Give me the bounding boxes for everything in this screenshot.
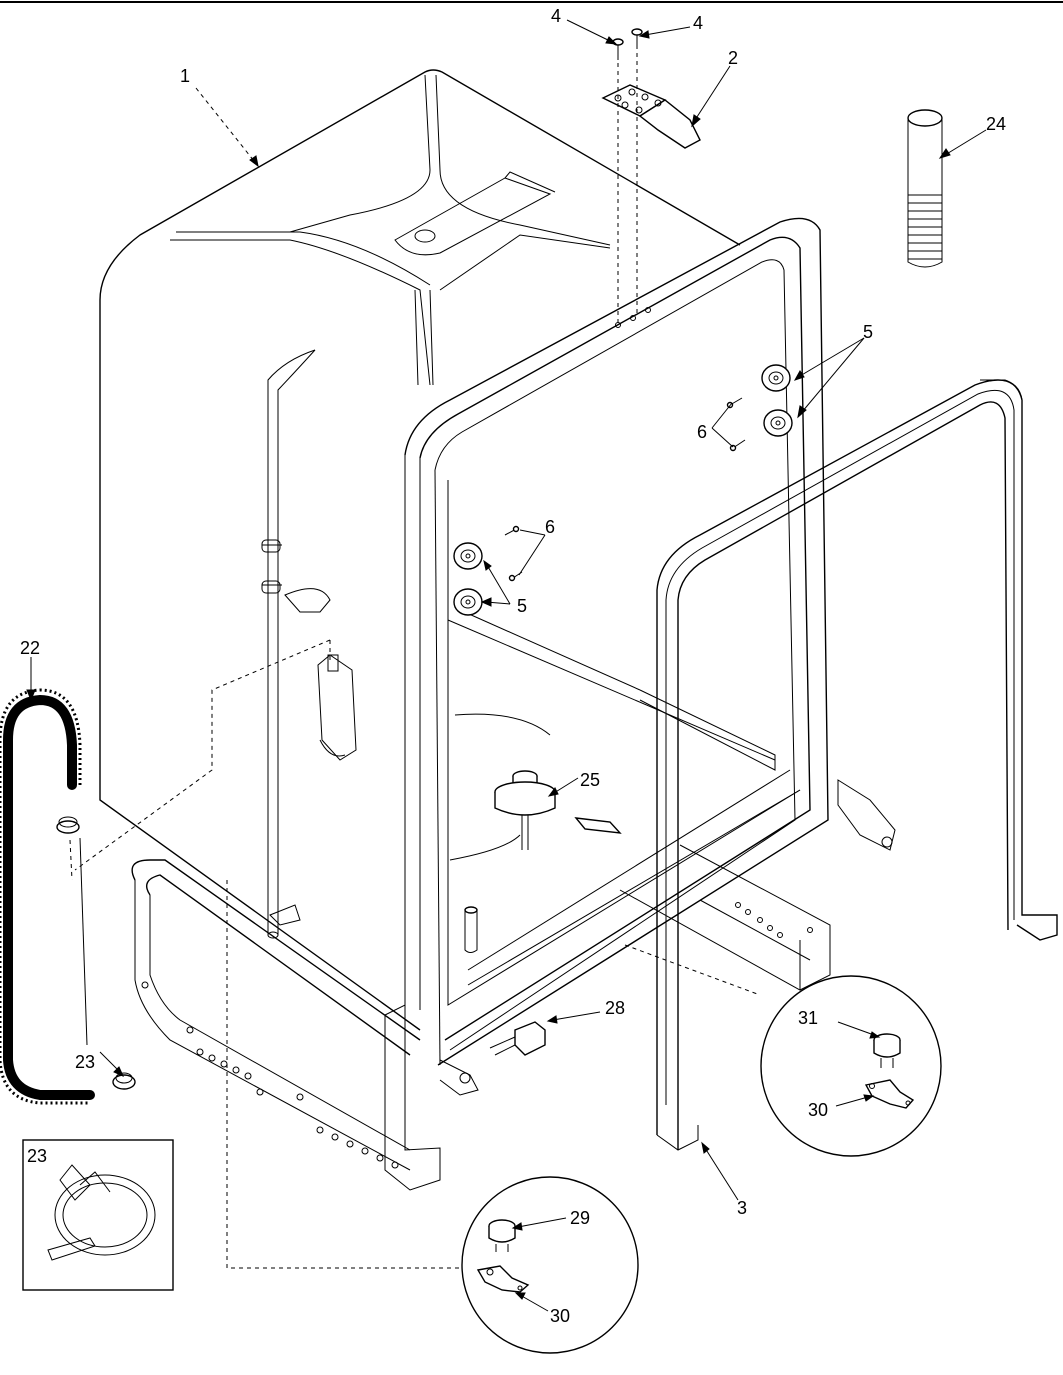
detail-circle-a — [461, 1176, 639, 1354]
roller-upper-1 — [761, 364, 791, 392]
vent-tube — [907, 109, 943, 268]
callout-hose: 22 — [20, 638, 40, 658]
switch — [489, 1021, 546, 1056]
callout-bracket: 2 — [728, 48, 738, 68]
callout-detail-b-part: 31 — [798, 1008, 818, 1028]
callout-screw-left: 6 — [545, 517, 555, 537]
door-gasket — [656, 379, 1058, 1151]
hose-clamp-small — [56, 816, 80, 881]
callout-switch: 28 — [605, 998, 625, 1018]
screw-upper-right-b — [729, 439, 746, 452]
callout-screw-a: 4 — [551, 6, 561, 26]
callout-clamp: 23 — [75, 1052, 95, 1072]
tub-front-frame — [131, 217, 896, 1191]
callout-screw-b: 4 — [693, 13, 703, 33]
tub-body — [74, 69, 741, 1269]
callout-roller-left: 5 — [517, 596, 527, 616]
callout-float: 25 — [580, 770, 600, 790]
drain-hose — [0, 688, 95, 1105]
callout-roller-upper-right: 5 — [863, 322, 873, 342]
callout-detail-a-part: 29 — [570, 1208, 590, 1228]
hose-clamp-small-lower — [112, 1072, 136, 1090]
screw-b — [631, 28, 643, 48]
clamp-detail-box — [22, 1139, 174, 1291]
callout-detail-a-clip: 30 — [550, 1306, 570, 1326]
callout-detail-b-clip: 30 — [808, 1100, 828, 1120]
callout-screw-upper-right: 6 — [697, 422, 707, 442]
callout-tub: 1 — [180, 66, 190, 86]
screw-left-a — [504, 525, 520, 536]
detail-circle-b — [624, 944, 942, 1157]
roller-left-1 — [453, 542, 483, 570]
callout-gasket: 3 — [737, 1198, 747, 1218]
roller-left-2 — [453, 588, 483, 616]
float-assembly — [464, 770, 622, 953]
roller-upper-2 — [763, 409, 793, 437]
leader-lines — [26, 19, 987, 1312]
top-bracket — [601, 45, 701, 328]
callout-labels: 1 2 4 4 24 5 6 6 5 22 25 28 23 23 3 31 3… — [20, 6, 1006, 1326]
callout-clamp-detail: 23 — [27, 1146, 47, 1166]
callout-vent-tube: 24 — [986, 114, 1006, 134]
